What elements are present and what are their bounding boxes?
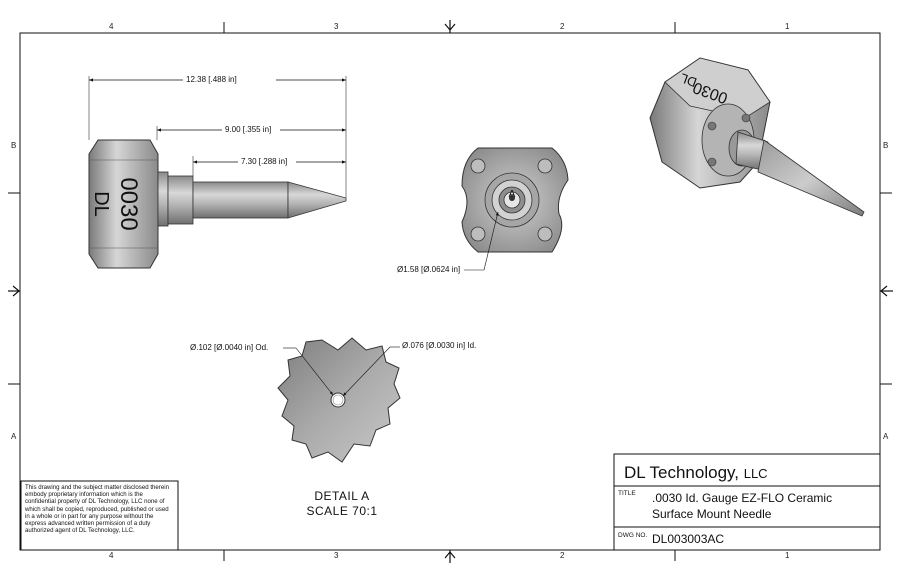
drawing-title-line1: .0030 Id. Gauge EZ-FLO Ceramic [652, 491, 833, 505]
title-block: DL Technology, LLC TITLE .0030 Id. Gauge… [614, 454, 880, 550]
zone-col-1-top: 1 [785, 22, 790, 31]
detail-caption: DETAIL A SCALE 70:1 [292, 489, 392, 519]
callout-outer-diameter: Ø.102 [Ø.0040 in] Od. [190, 343, 269, 352]
title-block-frame [613, 453, 881, 551]
zone-col-2-bottom: 2 [560, 551, 565, 560]
disclaimer-frame [20, 480, 179, 551]
detail-scale: SCALE 70:1 [306, 504, 378, 518]
detail-marker-label: A [509, 189, 516, 200]
zone-col-3-top: 3 [334, 22, 339, 31]
detail-label: DETAIL A [314, 489, 370, 503]
end-view: A [461, 147, 569, 271]
title-label: TITLE [618, 490, 636, 497]
dim-neck-length: 9.00 [.355 in] [225, 125, 272, 134]
dwg-no-label: DWG NO. [618, 532, 648, 539]
detail-a-view [277, 337, 401, 463]
company-name: DL Technology, LLC [624, 463, 768, 483]
drawing-title: .0030 Id. Gauge EZ-FLO Ceramic Surface M… [652, 490, 832, 522]
dim-tip-length: 7.30 [.288 in] [241, 157, 288, 166]
callout-inner-diameter: Ø.076 [Ø.0030 in] Id. [402, 341, 477, 350]
company-suffix: LLC [743, 466, 768, 481]
company-name-text: DL Technology, [624, 463, 739, 482]
zone-row-b-right: B [883, 141, 889, 150]
zone-col-4-bottom: 4 [109, 551, 114, 560]
proprietary-notice: This drawing and the subject matter disc… [25, 484, 169, 535]
zone-row-a-left: A [11, 432, 17, 441]
zone-row-b-left: B [11, 141, 17, 150]
drawing-title-line2: Surface Mount Needle [652, 507, 772, 521]
zone-ticks [8, 22, 892, 561]
zone-col-3-bottom: 3 [334, 551, 339, 560]
zone-row-a-right: A [883, 432, 889, 441]
front-view: 0030 DL [88, 76, 347, 269]
isometric-view: 0030 DL [649, 57, 865, 217]
zone-col-4-top: 4 [109, 22, 114, 31]
drawing-number: DL003003AC [652, 532, 725, 546]
center-markers [8, 20, 893, 563]
zone-col-1-bottom: 1 [785, 551, 790, 560]
dim-overall-length: 12.38 [.488 in] [186, 75, 237, 84]
iso-marking-dl: DL [678, 70, 699, 90]
zone-col-2-top: 2 [560, 22, 565, 31]
front-marking-line2: DL [90, 191, 112, 217]
dim-bore-diameter: Ø1.58 [Ø.0624 in] [397, 265, 461, 274]
front-marking-line1: 0030 [115, 177, 142, 230]
